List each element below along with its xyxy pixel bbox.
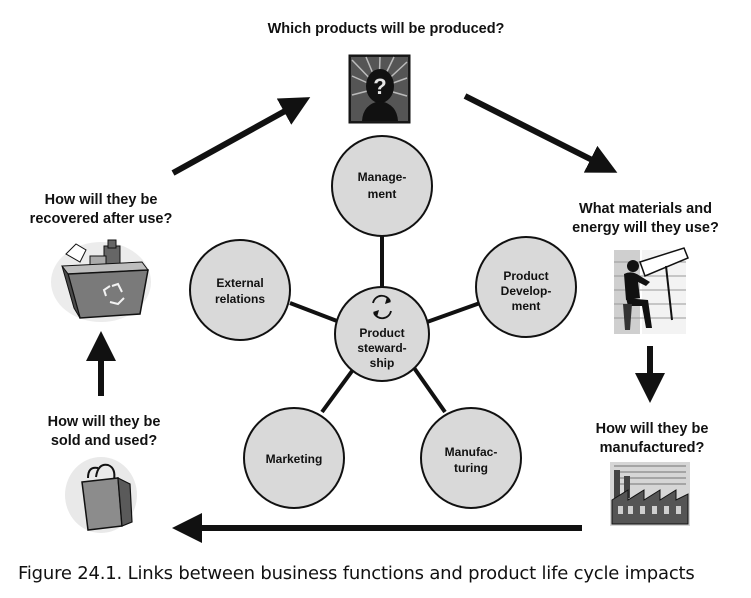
question-manufactured: How will they be manufactured? — [572, 420, 732, 458]
spokes — [289, 235, 481, 414]
question-line: manufactured? — [599, 440, 705, 456]
node-product-development: Product Develop- ment — [475, 236, 577, 338]
node-label-line: Product — [503, 269, 548, 283]
question-line: How will they be — [47, 414, 161, 430]
hub-label-line: ship — [370, 356, 395, 370]
spoke-product-development — [426, 301, 481, 324]
cycle-arrows-icon — [372, 294, 392, 320]
woman-at-drafting-table-icon — [612, 247, 689, 334]
arrow-left-to-top — [171, 97, 311, 176]
hub-product-stewardship: Product steward- ship — [334, 286, 430, 382]
spoke-marketing — [320, 365, 357, 414]
figure-number: Figure 24.1. — [18, 563, 123, 584]
node-external-relations: External relations — [189, 239, 291, 341]
svg-text:?: ? — [373, 74, 386, 99]
hub-label-line: steward- — [357, 341, 406, 355]
question-line: recovered after use? — [29, 211, 173, 227]
recycling-bin-icon — [51, 239, 151, 322]
figure-caption: Figure 24.1. Links between business func… — [18, 563, 695, 584]
node-label-line: ment — [512, 299, 541, 313]
spoke-external-relations — [289, 301, 338, 323]
node-label-line: Manage- — [358, 170, 407, 184]
question-materials-energy: What materials and energy will they use? — [543, 200, 748, 238]
shopping-bag-icon — [65, 457, 137, 533]
node-label-line: Develop- — [501, 284, 552, 298]
figure-caption-text: Links between business functions and pro… — [127, 563, 695, 584]
hub-label-line: Product — [359, 326, 404, 340]
question-sold-used: How will they be sold and used? — [24, 413, 184, 451]
question-line: How will they be — [595, 421, 709, 437]
question-line: What materials and — [579, 201, 712, 217]
factory-icon — [610, 462, 690, 526]
node-marketing: Marketing — [243, 407, 345, 509]
node-manufacturing: Manufac- turing — [420, 407, 522, 509]
node-label-line: Manufac- — [445, 445, 498, 459]
node-label-line: relations — [215, 292, 265, 306]
question-head-icon: ? — [348, 54, 411, 124]
node-label-line: Marketing — [266, 452, 323, 466]
question-line: energy will they use? — [572, 220, 719, 236]
node-label-line: ment — [368, 187, 397, 201]
cycle-arrows — [86, 93, 665, 543]
node-label-line: External — [216, 276, 263, 290]
question-line: How will they be — [44, 192, 158, 208]
question-line: sold and used? — [50, 433, 158, 449]
node-label-line: turing — [454, 461, 488, 475]
question-recovered: How will they be recovered after use? — [6, 191, 196, 229]
question-products: Which products will be produced? — [236, 20, 536, 39]
node-management: Manage- ment — [331, 135, 433, 237]
arrow-top-to-right — [463, 93, 618, 173]
spoke-manufacturing — [410, 363, 447, 414]
question-line: Which products will be produced? — [267, 21, 505, 37]
